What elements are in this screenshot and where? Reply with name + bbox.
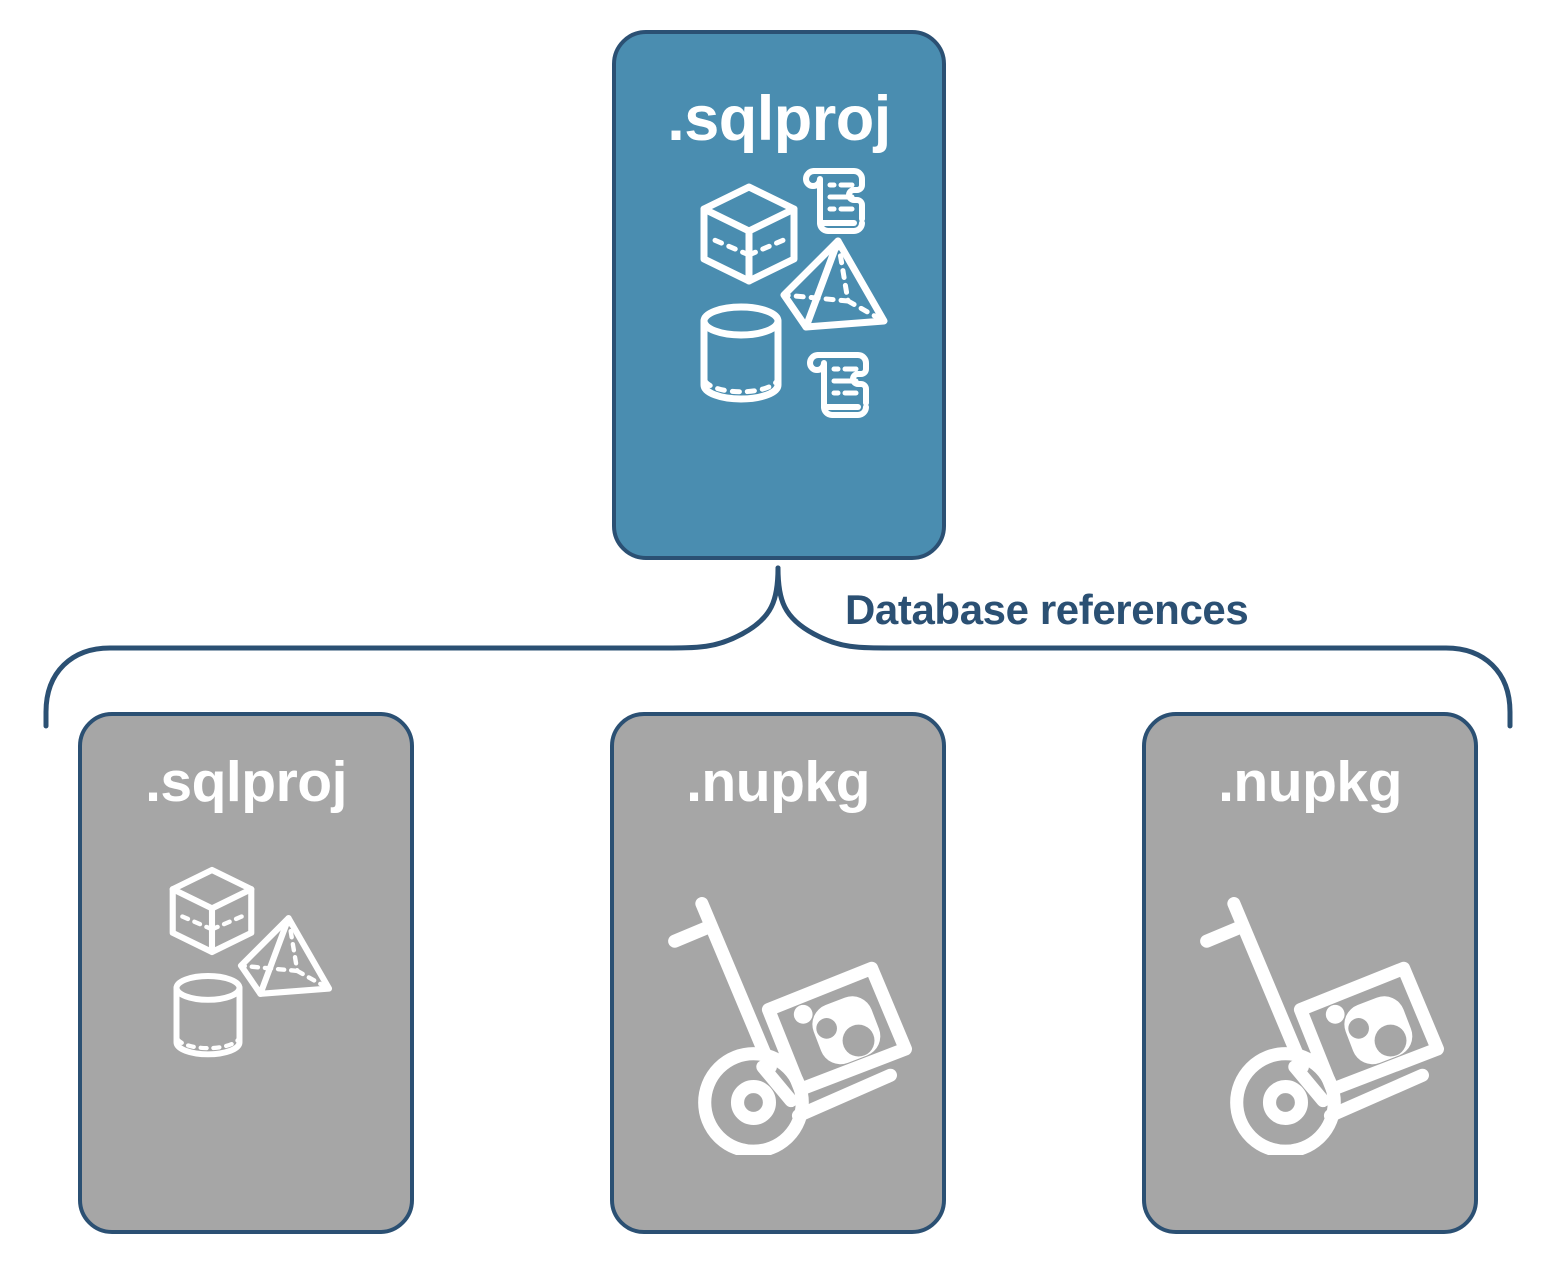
cube-icon <box>169 866 255 956</box>
pyramid-icon <box>237 915 333 997</box>
cylinder-icon <box>700 303 782 403</box>
root-icon-group <box>616 151 942 556</box>
node-root-sqlproj[interactable]: .sqlproj <box>612 30 946 560</box>
child-icon-group <box>82 811 410 1230</box>
hand-truck-package-icon <box>1200 897 1444 1155</box>
script-scroll-icon <box>807 352 869 418</box>
node-child-sqlproj[interactable]: .sqlproj <box>78 712 414 1234</box>
hand-truck-package-icon <box>668 897 912 1155</box>
script-scroll-icon <box>803 168 865 234</box>
brace-label: Database references <box>845 586 1249 633</box>
node-child-label: .nupkg <box>686 750 870 814</box>
child-icon-group <box>614 811 942 1230</box>
node-child-nupkg-1[interactable]: .nupkg <box>610 712 946 1234</box>
node-child-nupkg-2[interactable]: .nupkg <box>1142 712 1478 1234</box>
node-child-label: .sqlproj <box>145 750 347 814</box>
child-icon-group <box>1146 811 1474 1230</box>
pyramid-icon <box>780 237 888 331</box>
node-root-label: .sqlproj <box>667 84 891 154</box>
cube-icon <box>700 183 798 285</box>
cylinder-icon <box>173 973 243 1058</box>
node-child-label: .nupkg <box>1218 750 1402 814</box>
